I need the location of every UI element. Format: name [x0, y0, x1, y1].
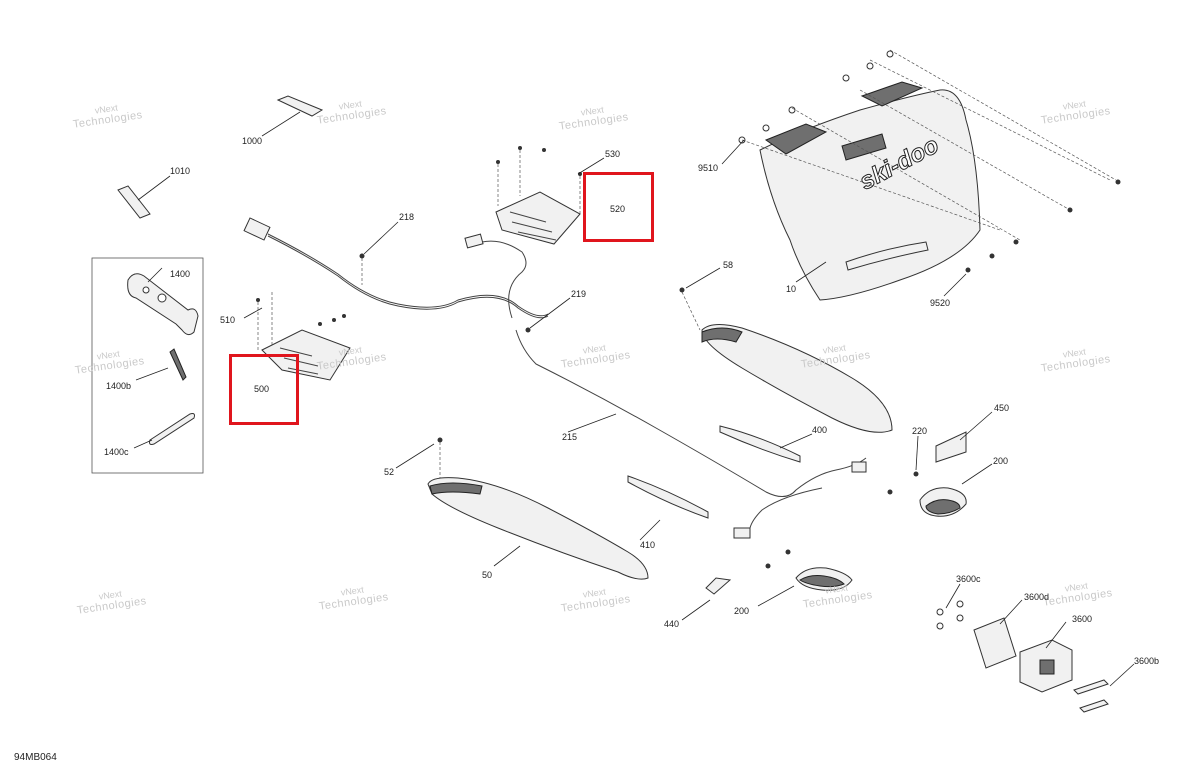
callout-215[interactable]: 215: [562, 432, 578, 442]
decal-1010: [117, 185, 151, 219]
callout-510[interactable]: 510: [220, 315, 236, 325]
strip-410: [627, 475, 709, 519]
callout-400[interactable]: 400: [812, 425, 828, 435]
decal-1000: [276, 95, 324, 117]
callout-52[interactable]: 52: [384, 467, 395, 477]
callout-520[interactable]: 520: [610, 204, 626, 214]
callout-3600d[interactable]: 3600d: [1024, 592, 1050, 602]
callout-220[interactable]: 220: [912, 426, 928, 436]
callout-200-right[interactable]: 200: [993, 456, 1009, 466]
bracket-plate-520: [495, 191, 581, 245]
harness-218: [267, 233, 549, 317]
callout-410[interactable]: 410: [640, 540, 656, 550]
callout-450[interactable]: 450: [994, 403, 1010, 413]
strap-1400c: [149, 413, 195, 445]
callout-219[interactable]: 219: [571, 289, 587, 299]
callout-3600c[interactable]: 3600c: [956, 574, 981, 584]
callout-50[interactable]: 50: [482, 570, 493, 580]
decal-450: [935, 431, 967, 463]
strip-400: [719, 425, 801, 463]
callout-1400c[interactable]: 1400c: [104, 447, 129, 457]
hitch-plate-3600d: [973, 617, 1017, 669]
callout-218[interactable]: 218: [399, 212, 415, 222]
tool-hex-key-1400b: [169, 348, 187, 381]
callout-200-left[interactable]: 200: [734, 606, 750, 616]
tool-wrench-1400: [127, 273, 199, 336]
tool-kit-box: [91, 257, 204, 474]
callout-3600b[interactable]: 3600b: [1134, 656, 1160, 666]
connector-218: [243, 217, 271, 241]
callout-440[interactable]: 440: [664, 619, 680, 629]
rear-bumper-10: [759, 89, 981, 301]
decal-440: [705, 577, 732, 595]
callout-1400b[interactable]: 1400b: [106, 381, 132, 391]
callout-530[interactable]: 530: [605, 149, 621, 159]
callout-1010[interactable]: 1010: [170, 166, 191, 176]
harness-215: [515, 329, 867, 497]
highlight-box-500[interactable]: [229, 354, 299, 425]
callout-9510[interactable]: 9510: [698, 163, 719, 173]
callout-9520[interactable]: 9520: [930, 298, 951, 308]
highlight-box-520[interactable]: [583, 172, 654, 242]
callout-1000[interactable]: 1000: [242, 136, 263, 146]
callout-1400[interactable]: 1400: [170, 269, 191, 279]
callout-10[interactable]: 10: [786, 284, 797, 294]
callout-3600[interactable]: 3600: [1072, 614, 1093, 624]
leader-lines: [133, 111, 1135, 687]
callout-58[interactable]: 58: [723, 260, 734, 270]
side-panel-50: [427, 477, 649, 580]
callout-500[interactable]: 500: [254, 384, 270, 394]
upper-panel-58: [701, 324, 893, 433]
diagram-id: 94MB064: [14, 752, 57, 763]
